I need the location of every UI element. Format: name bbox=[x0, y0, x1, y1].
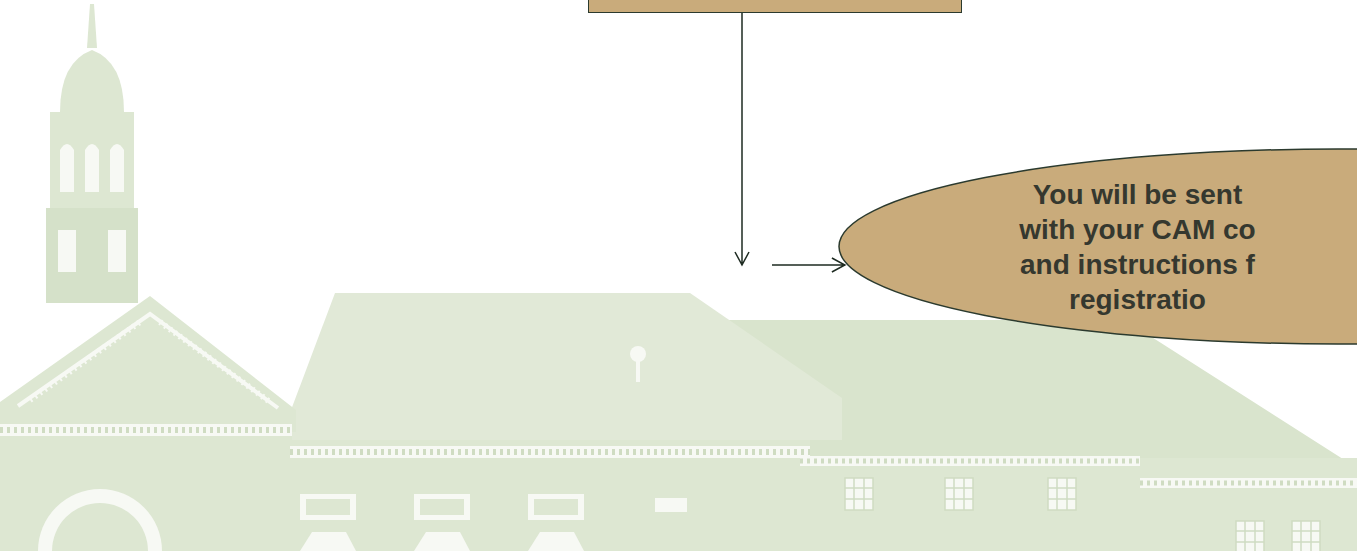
flow-arrow bbox=[735, 13, 845, 272]
grid-windows bbox=[845, 478, 1320, 551]
building-wall bbox=[0, 432, 292, 551]
arch bbox=[38, 489, 162, 551]
building-wall bbox=[290, 440, 810, 551]
cornice-dentil bbox=[0, 427, 292, 433]
window bbox=[945, 478, 973, 510]
tower-panel bbox=[108, 230, 126, 272]
window bbox=[845, 478, 873, 510]
window bbox=[1236, 521, 1264, 551]
tower-panel bbox=[58, 230, 76, 272]
window-grid bbox=[1048, 478, 1076, 510]
cornice bbox=[1140, 478, 1357, 488]
ellipse-outline bbox=[838, 148, 1357, 345]
node-text: You will be sent with your CAM co and in… bbox=[1010, 177, 1265, 317]
cornice bbox=[800, 456, 1140, 466]
window-grid bbox=[1292, 521, 1320, 551]
window bbox=[300, 532, 356, 551]
ellipse-shape bbox=[839, 149, 1357, 344]
terminal-ellipse: You will be sent with your CAM co and in… bbox=[838, 148, 1357, 345]
pediment bbox=[0, 296, 296, 432]
window bbox=[414, 532, 470, 551]
window bbox=[300, 494, 356, 520]
window bbox=[420, 499, 464, 515]
window bbox=[1292, 521, 1320, 551]
tower-window bbox=[60, 144, 74, 192]
window bbox=[534, 499, 578, 515]
tower-spire bbox=[87, 4, 97, 48]
window bbox=[528, 532, 584, 551]
roof-ornament bbox=[630, 346, 646, 362]
arch bbox=[52, 503, 148, 551]
window bbox=[414, 494, 470, 520]
tower-window bbox=[85, 144, 99, 192]
cornice-dentil bbox=[290, 449, 810, 455]
window bbox=[1048, 478, 1076, 510]
roof bbox=[288, 293, 842, 440]
process-box bbox=[588, 0, 962, 13]
tower-window bbox=[110, 144, 124, 192]
tower-cupola bbox=[50, 112, 134, 208]
window bbox=[528, 494, 584, 520]
text-block: You will be sent with your CAM co and in… bbox=[1010, 177, 1265, 317]
building-wall bbox=[800, 458, 1357, 551]
window bbox=[655, 498, 687, 512]
tower-dome bbox=[60, 50, 124, 112]
tower-base bbox=[46, 208, 138, 303]
pediment-dentil bbox=[160, 322, 270, 402]
cornice bbox=[0, 424, 292, 436]
window-grid bbox=[1236, 521, 1264, 551]
cornice-dentil bbox=[1140, 481, 1357, 486]
roof-ornament bbox=[636, 360, 640, 382]
pediment-trim bbox=[18, 314, 278, 408]
window bbox=[306, 499, 350, 515]
cornice-dentil bbox=[800, 459, 1140, 464]
cornice bbox=[290, 446, 810, 458]
window-grid bbox=[945, 478, 973, 510]
window-grid bbox=[845, 478, 873, 510]
pediment-dentil bbox=[30, 322, 140, 400]
